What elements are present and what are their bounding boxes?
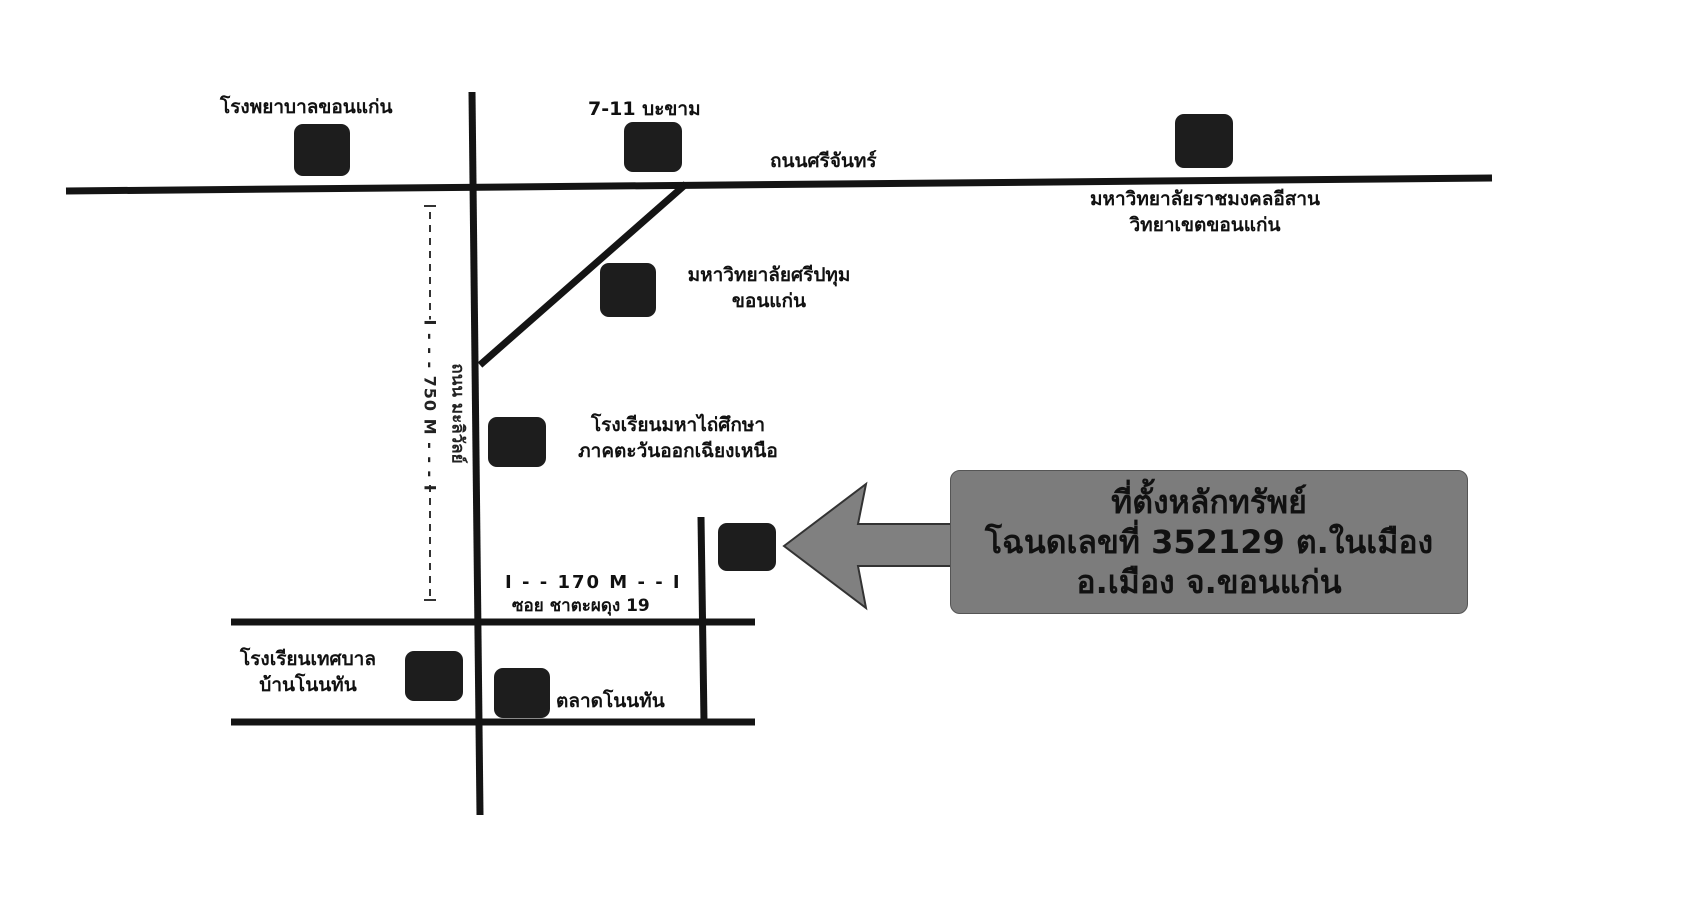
- label-market: ตลาดโนนทัน: [556, 690, 665, 712]
- building-market: [494, 668, 550, 718]
- callout-deed: โฉนดเลขที่ 352129 ต.ในเมือง: [984, 523, 1434, 561]
- label-school-ne-line1: โรงเรียนมหาไถ่ศึกษา: [590, 414, 766, 436]
- property-callout: ที่ตั้งหลักทรัพย์ โฉนดเลขที่ 352129 ต.ใน…: [950, 470, 1468, 614]
- road-lane: [697, 516, 708, 723]
- label-sripatum: มหาวิทยาลัยศรีปทุม ขอนแก่น: [664, 262, 874, 314]
- label-rmuti-line2: วิทยาเขตขอนแก่น: [1129, 214, 1281, 236]
- building-seven-eleven: [624, 122, 682, 172]
- building-school-ne: [488, 417, 546, 467]
- label-rmuti: มหาวิทยาลัยราชมงคลอีสาน วิทยาเขตขอนแก่น: [1050, 186, 1360, 238]
- label-seven-eleven: 7-11 บะขาม: [588, 98, 701, 120]
- label-school-ne: โรงเรียนมหาไถ่ศึกษา ภาคตะวันออกเฉียงเหนื…: [548, 412, 808, 464]
- label-rmuti-line1: มหาวิทยาลัยราชมงคลอีสาน: [1089, 188, 1321, 210]
- label-hospital: โรงพยาบาลขอนแก่น: [220, 96, 393, 118]
- label-municipal-school: โรงเรียนเทศบาล บ้านโนนทัน: [218, 646, 398, 698]
- road-vertical-main: [468, 91, 484, 816]
- building-sripatum: [600, 263, 656, 317]
- label-school-ne-line2: ภาคตะวันออกเฉียงเหนือ: [578, 440, 778, 462]
- label-road-srichan: ถนนศรีจันทร์: [770, 150, 877, 172]
- callout-title: ที่ตั้งหลักทรัพย์: [1111, 483, 1307, 521]
- location-arrow: [782, 481, 953, 611]
- road-diagonal: [477, 181, 689, 368]
- label-distance-vertical: I - - - 750 M - - - I: [420, 319, 440, 492]
- building-property: [718, 523, 776, 571]
- road-srichan: [65, 174, 1493, 195]
- label-road-soi-19: ซอย ชาตะผดุง 19: [512, 596, 650, 616]
- building-rmuti: [1175, 114, 1233, 168]
- label-road-side: ถนน มะลิวัลย์: [447, 363, 468, 464]
- label-municipal-school-line2: บ้านโนนทัน: [259, 674, 357, 696]
- label-sripatum-line2: ขอนแก่น: [731, 290, 807, 312]
- building-municipal-school: [405, 651, 463, 701]
- label-municipal-school-line1: โรงเรียนเทศบาล: [240, 648, 376, 670]
- building-hospital: [294, 124, 350, 176]
- label-sripatum-line1: มหาวิทยาลัยศรีปทุม: [687, 264, 851, 286]
- callout-district: อ.เมือง จ.ขอนแก่น: [1076, 563, 1342, 601]
- label-distance-horizontal: I - - 170 M - - I: [505, 572, 682, 593]
